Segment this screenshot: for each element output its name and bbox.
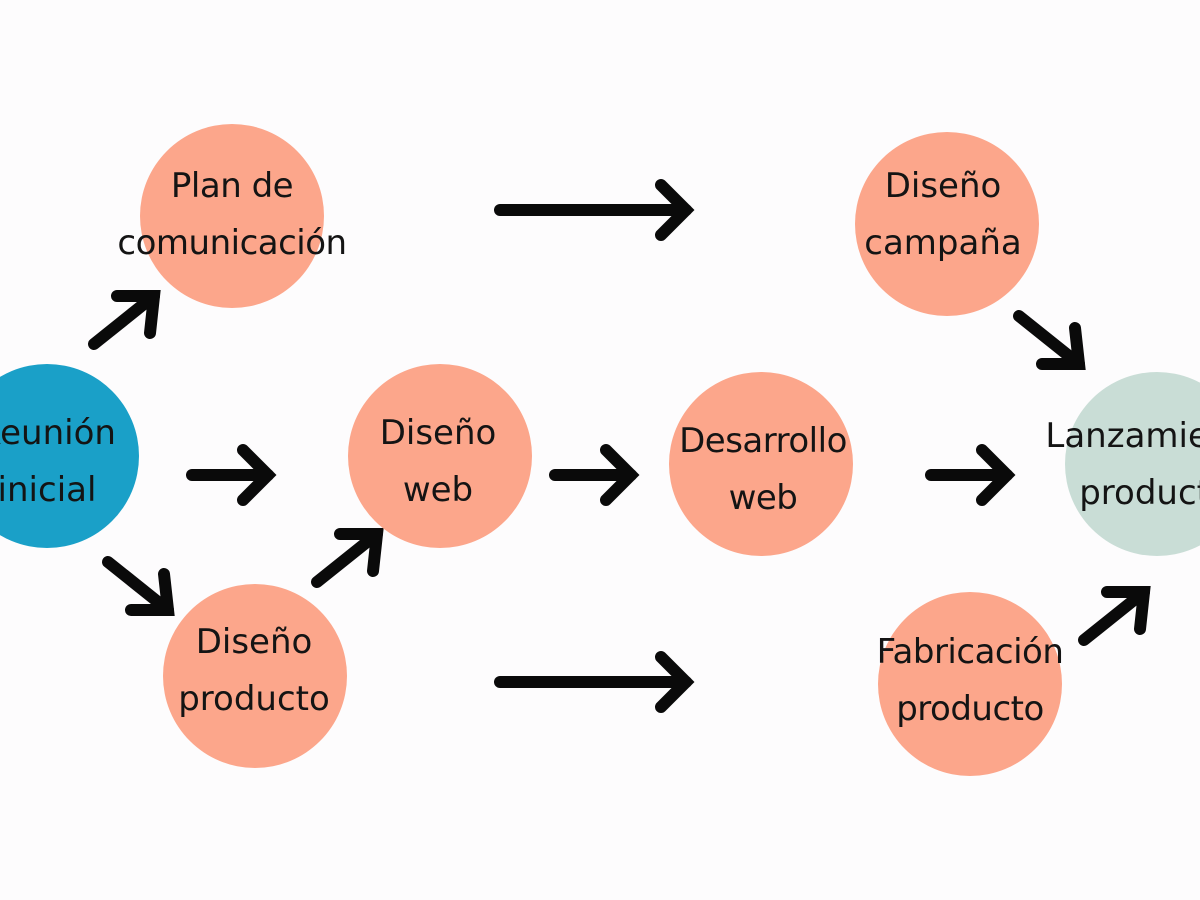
label-line: campaña bbox=[864, 223, 1022, 263]
arrow-diseno-producto-to-diseno-web bbox=[311, 528, 384, 588]
label-fabricacion-producto: Fabricación producto bbox=[877, 624, 1064, 738]
label-line: Lanzamiento bbox=[1045, 416, 1200, 456]
label-diseno-producto: Diseño producto bbox=[178, 614, 330, 728]
arrow-reunion-to-diseno-web bbox=[186, 444, 277, 506]
label-line: Reunión bbox=[0, 413, 116, 453]
label-line: Plan de bbox=[170, 166, 294, 206]
label-line: Diseño bbox=[379, 413, 497, 453]
node-fabricacion-producto bbox=[878, 592, 1062, 776]
label-lanzamiento-producto: Lanzamiento producto bbox=[1045, 408, 1200, 522]
label-line: producto bbox=[896, 689, 1044, 729]
arrow-diseno-web-to-desarrollo bbox=[549, 444, 640, 506]
label-line: web bbox=[728, 478, 798, 518]
label-line: Diseño bbox=[195, 622, 313, 662]
label-line: inicial bbox=[0, 470, 97, 510]
arrow-desarrollo-to-lanzamiento bbox=[925, 444, 1016, 506]
label-diseno-campana: Diseño campaña bbox=[864, 158, 1021, 272]
arrow-diseno-producto-to-fabricacion bbox=[494, 651, 695, 713]
label-line: producto bbox=[1079, 473, 1200, 513]
node-diseno-producto bbox=[163, 584, 347, 768]
node-lanzamiento-producto bbox=[1065, 372, 1200, 556]
label-plan-comunicacion: Plan de comunicación bbox=[117, 158, 347, 272]
label-line: Diseño bbox=[884, 166, 1002, 206]
label-desarrollo-web: Desarrollo web bbox=[679, 413, 847, 527]
label-reunion-inicial: Reunión inicial bbox=[0, 405, 116, 519]
label-line: comunicación bbox=[117, 223, 347, 263]
label-line: Fabricación bbox=[876, 632, 1064, 672]
arrow-reunion-to-diseno-producto bbox=[102, 556, 175, 616]
arrow-diseno-campana-to-lanzamiento bbox=[1013, 310, 1086, 370]
label-line: producto bbox=[178, 679, 330, 719]
label-diseno-web: Diseño web bbox=[380, 405, 497, 519]
node-diseno-campana bbox=[855, 132, 1039, 316]
label-line: web bbox=[402, 470, 474, 510]
label-line: Desarrollo bbox=[679, 421, 847, 461]
arrow-reunion-to-plan bbox=[88, 290, 161, 350]
arrow-fabricacion-to-lanzamiento bbox=[1078, 586, 1151, 646]
node-diseno-web bbox=[348, 364, 532, 548]
arrow-plan-to-diseno-campana bbox=[494, 179, 695, 241]
node-plan-comunicacion bbox=[140, 124, 324, 308]
node-desarrollo-web bbox=[669, 372, 853, 556]
